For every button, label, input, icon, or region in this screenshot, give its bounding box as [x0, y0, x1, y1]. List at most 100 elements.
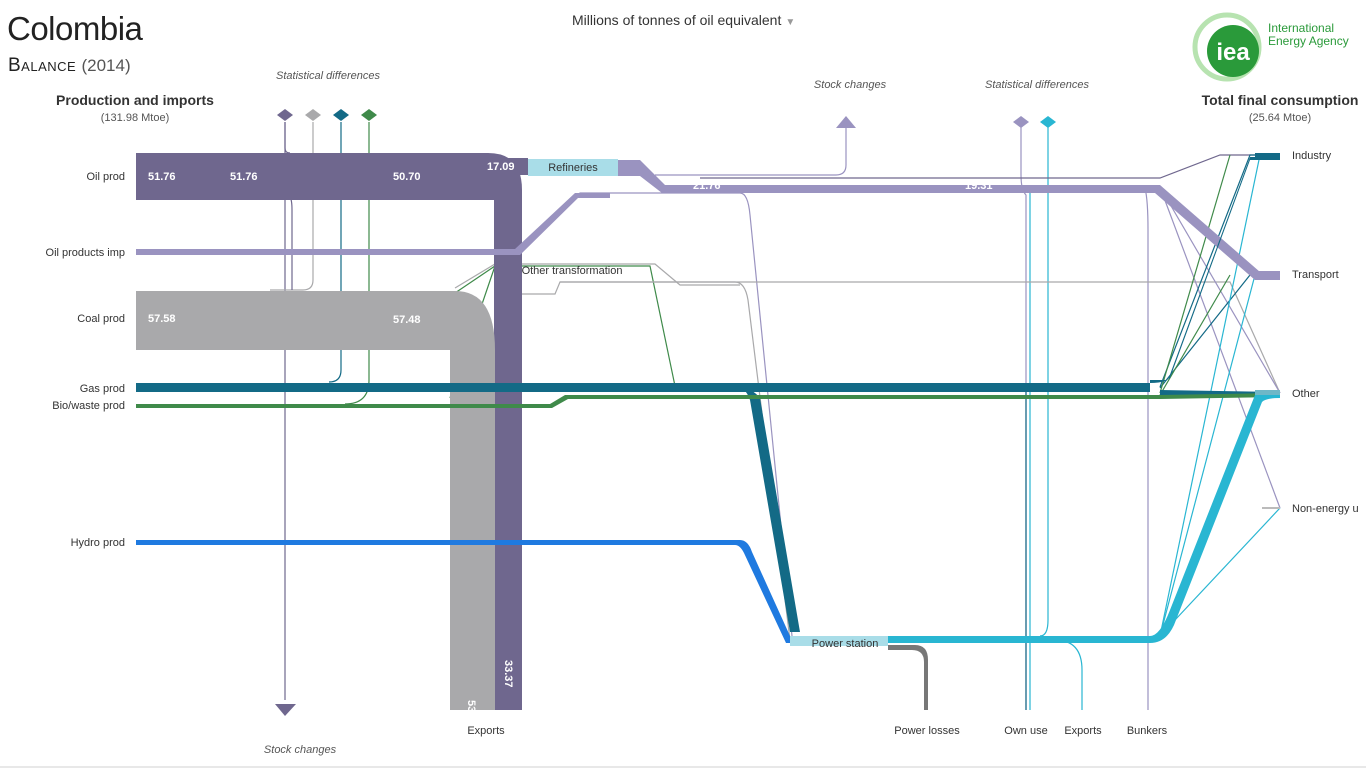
gas-to-power: [680, 386, 800, 632]
nonenergy-endpoint: [1262, 507, 1280, 509]
refineries-label: Refineries: [548, 162, 598, 174]
diamond-oil-icon[interactable]: [277, 109, 293, 121]
source-oil-products-imp[interactable]: Oil products imp: [46, 247, 125, 259]
caret-down-icon: ▼: [785, 17, 796, 28]
bio-to-industry: [1159, 154, 1231, 394]
diamond-oilprod-right-icon[interactable]: [1013, 116, 1029, 128]
source-bio-prod[interactable]: Bio/waste prod: [52, 400, 125, 412]
power-losses-band: [888, 645, 928, 710]
stat-diff-elec-link: [1039, 122, 1049, 637]
power-station-node[interactable]: [790, 636, 888, 646]
source-hydro-prod[interactable]: Hydro prod: [71, 537, 125, 549]
unit-selector[interactable]: Millions of tonnes of oil equivalent▼: [572, 12, 795, 28]
refined-products-value: 21.76: [693, 180, 721, 192]
bunkers-line: [1144, 187, 1149, 710]
bottom-labels: Stock changes Exports Power losses Own u…: [264, 725, 1168, 756]
oilprod-to-other: [1159, 186, 1281, 394]
power-losses-label: Power losses: [894, 725, 960, 737]
iea-logo-line2: Energy Agency: [1268, 34, 1349, 48]
sector-industry[interactable]: Industry: [1292, 150, 1332, 162]
main-bands: [136, 153, 1280, 710]
exports-left-label: Exports: [467, 725, 505, 737]
source-coal-prod[interactable]: Coal prod: [77, 313, 125, 325]
production-title: Production and imports: [56, 92, 214, 108]
oilprod-to-power: [519, 192, 793, 637]
diamond-elec-right-icon[interactable]: [1040, 116, 1056, 128]
stat-diff-left-label: Statistical differences: [276, 70, 380, 82]
oil-value-a: 51.76: [148, 171, 176, 183]
sector-labels: Total final consumption (25.64 Mtoe) Ind…: [1202, 92, 1359, 515]
stat-diff-coal-link: [270, 122, 314, 291]
refined-products-band: [618, 160, 1280, 280]
iea-logo-ring: [1192, 12, 1262, 82]
diamond-bio-icon[interactable]: [361, 109, 377, 121]
stock-changes-down-arrow-icon[interactable]: [275, 704, 296, 716]
oil-to-refineries-band: [480, 158, 528, 175]
coal-to-other: [560, 281, 1281, 394]
iea-logo-text: International Energy Agency: [1268, 22, 1349, 48]
refineries-node[interactable]: [528, 159, 618, 176]
oil-value-b: 51.76: [230, 171, 258, 183]
stat-diff-gas-link: [328, 122, 342, 383]
markers: [275, 109, 1056, 716]
bunkers-label: Bunkers: [1127, 725, 1168, 737]
sector-endpoints: [1255, 153, 1280, 509]
bio-prod-band: [136, 393, 1280, 408]
other-transformation-label: Other transformation: [522, 265, 623, 277]
coal-to-power: [520, 281, 791, 641]
industry-endpoint: [1255, 153, 1280, 157]
coal-value-b: 57.48: [393, 314, 421, 326]
diamond-coal-icon[interactable]: [305, 109, 321, 121]
oil-products-imp-band: [136, 193, 610, 255]
stat-diff-right-label: Statistical differences: [985, 79, 1089, 91]
iea-logo-line1: International: [1268, 21, 1335, 35]
source-oil-prod[interactable]: Oil prod: [86, 171, 125, 183]
bottom-divider: [0, 766, 1366, 768]
thin-flows: [270, 122, 1281, 710]
iea-logo[interactable]: iea: [1192, 12, 1352, 82]
oil-value-c: 50.70: [393, 171, 421, 183]
coal-value-a: 57.58: [148, 313, 176, 325]
elec-to-nonenergy: [1159, 507, 1281, 637]
iea-logo-mark: iea: [1216, 39, 1250, 66]
balance-subtitle: Balance (2014): [8, 55, 131, 77]
production-total: (131.98 Mtoe): [101, 112, 169, 124]
coal-to-othertrans: [454, 263, 740, 289]
oil-to-refineries-value: 17.09: [487, 161, 515, 173]
power-station-label: Power station: [812, 638, 879, 650]
sector-nonenergy[interactable]: Non-energy u: [1292, 503, 1359, 515]
diamond-gas-icon[interactable]: [333, 109, 349, 121]
stock-changes-mid-link: [655, 128, 847, 176]
unit-selector-label: Millions of tonnes of oil equivalent: [572, 12, 782, 28]
stock-changes-mid-label: Stock changes: [814, 79, 887, 91]
top-labels: Statistical differences Stock changes St…: [276, 70, 1089, 91]
own-use-label: Own use: [1004, 725, 1047, 737]
country-title: Colombia: [7, 10, 143, 47]
stat-diff-bio-link: [344, 122, 370, 405]
coal-prod-band: [136, 291, 495, 710]
nodes: Refineries Power station Other transform…: [522, 159, 888, 650]
source-gas-prod[interactable]: Gas prod: [80, 383, 125, 395]
source-labels: Production and imports (131.98 Mtoe) Oil…: [46, 92, 215, 549]
stat-diff-oil-link: [284, 122, 291, 154]
coal-exports-value: 53.72: [465, 700, 477, 728]
flow-values: 51.76 51.76 50.70 17.09 21.76 19.31 57.5…: [148, 161, 993, 728]
iea-logo-disc: [1207, 25, 1259, 77]
oil-exports-value: 33.37: [502, 660, 514, 688]
refined-products-value-b: 19.31: [965, 180, 993, 192]
sector-other[interactable]: Other: [1292, 388, 1320, 400]
consumption-title: Total final consumption: [1202, 92, 1359, 108]
stock-changes-up-arrow-icon[interactable]: [836, 116, 856, 128]
exports-right-label: Exports: [1064, 725, 1102, 737]
transport-endpoint: [1255, 271, 1280, 278]
exports-elec: [1054, 639, 1083, 710]
elec-to-transport: [1159, 274, 1280, 637]
sector-transport[interactable]: Transport: [1292, 269, 1339, 281]
other-endpoint: [1255, 390, 1280, 395]
stock-changes-bottom-label: Stock changes: [264, 744, 337, 756]
balance-label: Balance: [8, 55, 77, 76]
electricity-band: [888, 390, 1280, 643]
oil-stock-link: [289, 196, 293, 290]
